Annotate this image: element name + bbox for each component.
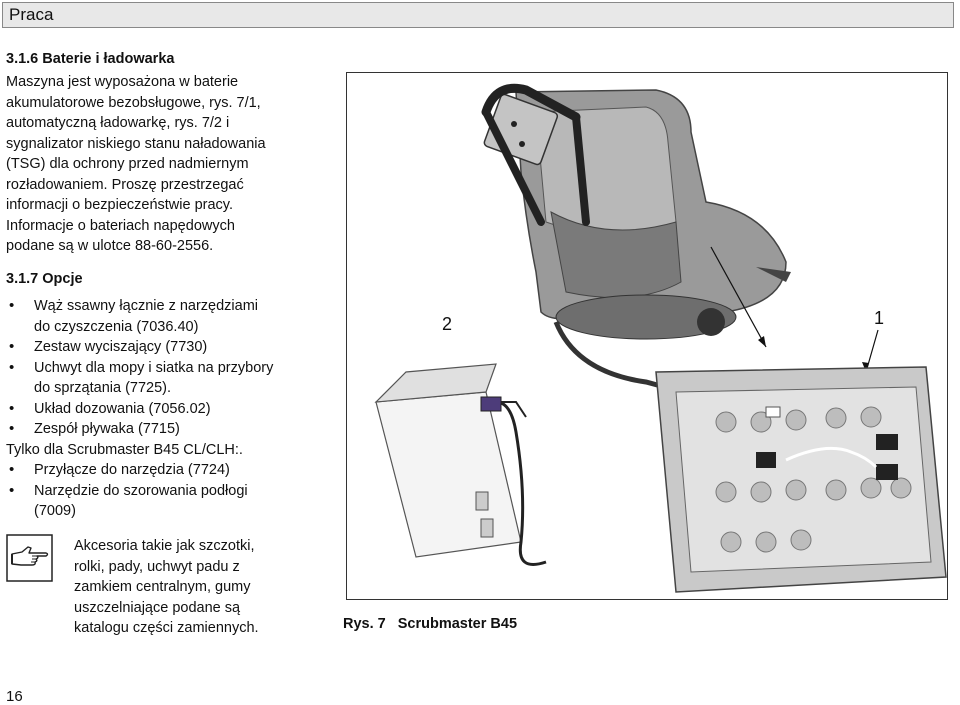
section-3-1-7-heading: 3.1.7 Opcje: [6, 271, 83, 287]
section-3-1-6-text: Maszyna jest wyposażona w baterie akumul…: [6, 72, 266, 257]
accessories-note: Akcesoria takie jak szczotki, rolki, pad…: [74, 538, 259, 636]
battery-compartment-illustration: [655, 366, 947, 593]
list-item: Zespół pływaka (7715): [6, 419, 273, 440]
text-line: (TSG) dla ochrony przed nadmiernym: [6, 156, 249, 172]
charger-illustration: [374, 363, 547, 566]
text-line: podane są w ulotce 88-60-2556.: [6, 238, 214, 254]
callout-1-label: 1: [874, 308, 884, 328]
section-header-title: Praca: [9, 5, 54, 24]
section-3-1-6-heading: 3.1.6 Baterie i ładowarka: [6, 51, 175, 67]
figure-caption-number: Rys. 7: [343, 616, 386, 632]
page-number: 16: [6, 688, 23, 705]
figure-caption-title: Scrubmaster B45: [397, 616, 518, 632]
scrubber-battery-figure: 2 1: [346, 72, 948, 600]
list-item: Zestaw wyciszający (7730): [6, 337, 273, 358]
text-line: Maszyna jest wyposażona w baterie: [6, 74, 239, 90]
list-subheading: Tylko dla Scrubmaster B45 CL/CLH:.: [6, 441, 243, 458]
text-line: sygnalizator niskiego stanu naładowania: [6, 135, 266, 152]
section-header-bar: Praca: [2, 2, 954, 28]
text-line: Informacje o bateriach napędowych: [6, 217, 235, 234]
text-line: informacji o bezpieczeństwie pracy.: [6, 197, 233, 213]
list-item: Przyłącze do narzędzia (7724): [6, 460, 273, 481]
pointing-hand-icon: [6, 534, 53, 582]
figure-caption: Rys. 7 Scrubmaster B45: [343, 616, 517, 632]
scrubber-machine-illustration: [481, 83, 791, 404]
text-line: automatyczną ładowarkę, rys. 7/2 i: [6, 115, 230, 131]
text-line: akumulatorowe bezobsługowe, rys. 7/1,: [6, 94, 261, 111]
text-line: rozładowaniem. Proszę przestrzegać: [6, 176, 244, 193]
list-item: Narzędzie do szorowania podłogi(7009): [6, 481, 273, 522]
callout-2-label: 2: [442, 314, 452, 334]
list-item: Układ dozowania (7056.02): [6, 399, 273, 420]
